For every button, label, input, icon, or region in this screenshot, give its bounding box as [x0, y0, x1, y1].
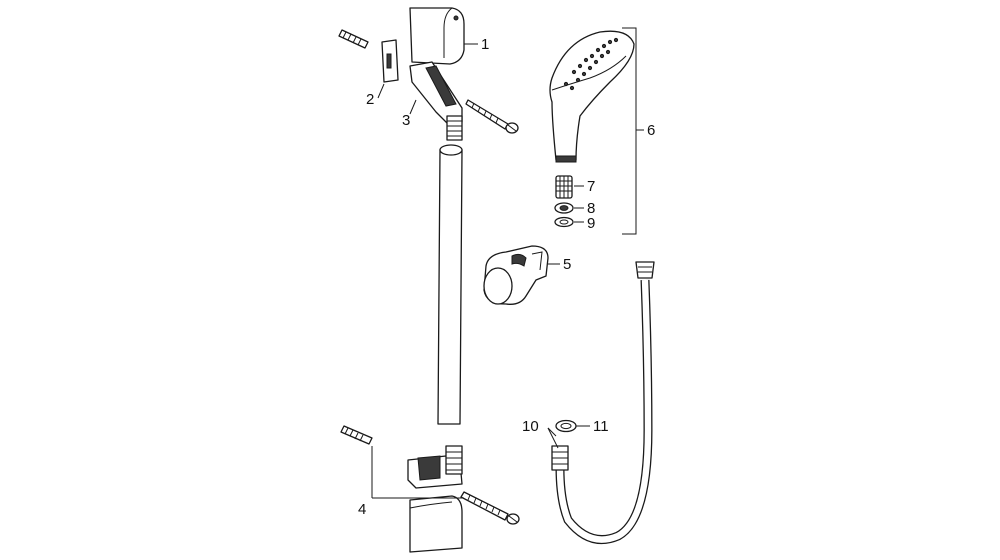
callout-8: 8 [587, 200, 595, 217]
callout-11: 11 [593, 418, 609, 435]
shower-rail-bar [437, 144, 463, 425]
lower-wall-plug [340, 425, 373, 445]
upper-wood-screw [465, 99, 519, 134]
lower-bar-bracket [407, 445, 463, 489]
top-wall-plug [338, 29, 369, 49]
hose-washer [555, 419, 577, 433]
shower-hose [551, 261, 655, 544]
callout-4: 4 [358, 501, 366, 518]
top-cover-cap [409, 7, 465, 65]
upper-bar-bracket [409, 61, 463, 141]
callout-5: 5 [563, 256, 571, 273]
strainer-insert [555, 175, 573, 199]
callout-6: 6 [647, 122, 655, 139]
callout-2: 2 [366, 91, 374, 108]
callout-9: 9 [587, 215, 595, 232]
callout-1: 1 [481, 36, 489, 53]
group-bracket-6-9 [622, 27, 637, 235]
callout-3: 3 [402, 112, 410, 129]
leader-lines [371, 43, 644, 499]
slider-shower-holder [483, 245, 549, 305]
flow-limiter [554, 202, 574, 214]
hand-shower [549, 30, 635, 163]
lower-cover-cap [409, 495, 463, 553]
mounting-plate [381, 39, 399, 83]
seal-ring-9 [554, 216, 574, 228]
callout-10: 10 [522, 418, 539, 435]
lower-wood-screw [460, 491, 520, 525]
callout-7: 7 [587, 178, 595, 195]
